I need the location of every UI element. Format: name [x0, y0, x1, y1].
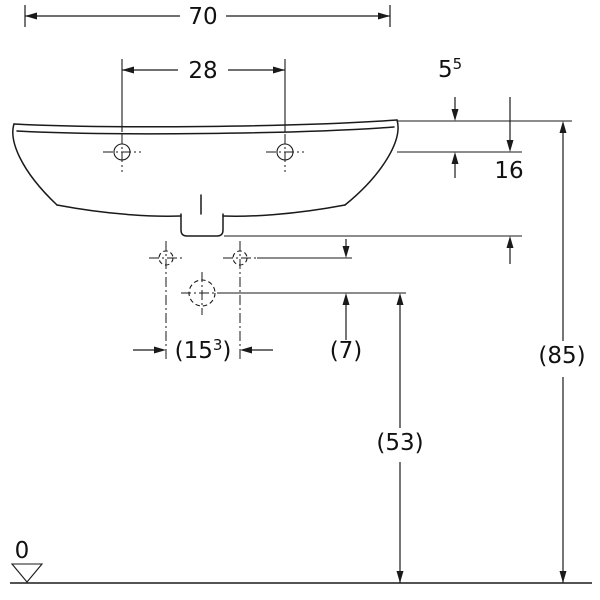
arrow-up-icon: [342, 293, 350, 305]
washbasin-outline: [12, 119, 399, 237]
arrow-right-icon: [378, 12, 390, 20]
arrow-right-icon: [273, 66, 285, 74]
dim-label-overall-width: 70: [188, 4, 217, 30]
dimension-floor-to-drain: (53): [376, 293, 424, 583]
reference-lines-right: [224, 120, 572, 237]
arrow-left-icon: [25, 12, 37, 20]
arrow-down-icon: [396, 571, 404, 583]
floor-and-datum: 0: [10, 538, 592, 584]
basin-rim-inner-edge: [16, 126, 395, 135]
arrow-down-icon: [451, 109, 459, 121]
dimension-rim-to-tap-axis: 55: [438, 55, 462, 178]
dimension-fixing-hole-spacing: (153): [133, 336, 273, 364]
basin-bottom-left: [56, 204, 182, 217]
arrow-down-icon: [506, 140, 514, 152]
arrow-left-icon: [122, 66, 134, 74]
dim-label-fixing-to-drain: (7): [330, 338, 363, 364]
drain-trap-cover: [180, 213, 224, 237]
arrow-up-icon: [506, 236, 514, 248]
dim-label-rim-height: (85): [538, 343, 585, 369]
dimension-tap-hole-spacing: 28: [121, 58, 286, 132]
dimension-fixing-to-drain: (7): [330, 239, 363, 364]
arrow-down-icon: [559, 571, 567, 583]
arrow-left-icon: [240, 346, 252, 354]
dim-label-rim-to-tap: 55: [438, 55, 462, 83]
dim-label-tap-to-bottom: 16: [494, 158, 523, 184]
basin-right-side: [344, 119, 399, 206]
arrow-up-icon: [559, 121, 567, 133]
basin-left-side: [12, 123, 58, 206]
basin-bottom-right: [222, 204, 346, 217]
dim-label-fixing-spacing: (153): [175, 336, 232, 364]
datum-triangle-icon: [10, 563, 44, 583]
arrow-down-icon: [342, 246, 350, 258]
dim-label-drain-height: (53): [376, 430, 423, 456]
dimension-floor-to-rim: (85): [538, 121, 586, 583]
dim-label-tap-hole-spacing: 28: [188, 58, 217, 84]
dimension-overall-width: 70: [24, 4, 391, 30]
arrow-up-icon: [396, 293, 404, 305]
dimension-tap-axis-to-apron-bottom: 16: [494, 97, 524, 264]
basin-top-edge: [13, 119, 398, 128]
datum-zero-label: 0: [15, 538, 30, 564]
arrow-up-icon: [451, 152, 459, 164]
arrow-right-icon: [154, 346, 166, 354]
hidden-fixing-and-drain: [149, 241, 406, 360]
